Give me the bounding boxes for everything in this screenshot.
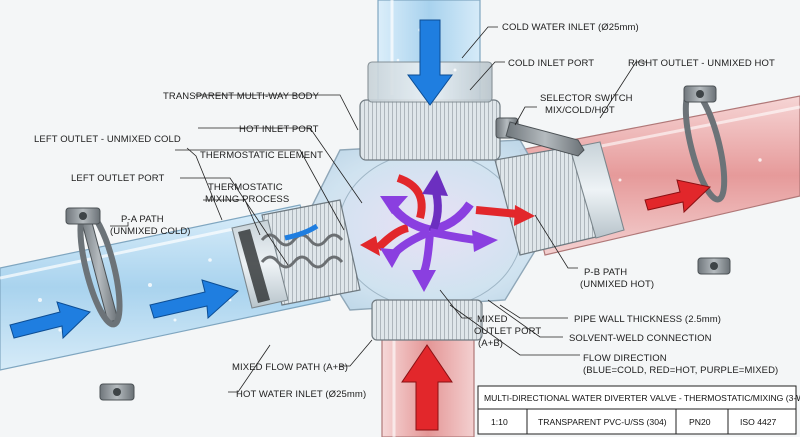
pipe-clamp-left: [65, 207, 135, 401]
title-block-pressure: PN20: [689, 417, 711, 427]
label-right-outlet: RIGHT OUTLET - UNMIXED HOT: [628, 58, 775, 69]
label-pb-path: P-B PATH: [584, 267, 627, 278]
pipe-clamp-right: [682, 85, 731, 275]
label-pa-path: P-A PATH: [121, 214, 164, 225]
label-flow-direction: FLOW DIRECTION: [583, 353, 667, 364]
label-pb-path-sub: (UNMIXED HOT): [580, 279, 654, 290]
label-left-outlet-port: LEFT OUTLET PORT: [71, 173, 165, 184]
right-outlet-collar: [494, 141, 625, 256]
flow-arrow-hot-right: [644, 179, 712, 214]
label-mixed-flow-path: MIXED FLOW PATH (A+B): [232, 362, 348, 373]
left-outlet-collar: [231, 199, 361, 309]
label-transparent-body: TRANSPARENT MULTI-WAY BODY: [163, 91, 320, 102]
flow-arrow-cold-top: [407, 19, 453, 106]
label-selector-modes: MIX/COLD/HOT: [545, 105, 615, 116]
label-mixed-outlet-ab: (A+B): [478, 338, 503, 349]
label-hot-water-inlet: HOT WATER INLET (Ø25mm): [236, 389, 366, 400]
label-mixing-process: MIXING PROCESS: [205, 194, 289, 205]
label-selector-switch: SELECTOR SWITCH: [540, 93, 633, 104]
label-hot-inlet-port: HOT INLET PORT: [239, 124, 319, 135]
flow-arrow-cold-inner: [284, 223, 319, 241]
flow-arrow-mixed-inner: [380, 170, 498, 292]
label-thermostatic-mixing: THERMOSTATIC: [208, 182, 283, 193]
title-block-title: MULTI-DIRECTIONAL WATER DIVERTER VALVE -…: [484, 393, 800, 403]
label-pa-path-sub: (UNMIXED COLD): [110, 226, 191, 237]
title-block: MULTI-DIRECTIONAL WATER DIVERTER VALVE -…: [477, 385, 800, 435]
callout-labels: COLD WATER INLET (Ø25mm) COLD INLET PORT…: [34, 22, 778, 400]
label-solvent-weld: SOLVENT-WELD CONNECTION: [569, 333, 712, 344]
label-mixed-outlet-port: OUTLET PORT: [474, 326, 541, 337]
label-flow-legend: (BLUE=COLD, RED=HOT, PURPLE=MIXED): [583, 365, 778, 376]
title-block-material: TRANSPARENT PVC-U/SS (304): [538, 417, 667, 427]
label-thermostatic-element: THERMOSTATIC ELEMENT: [200, 150, 323, 161]
label-left-outlet: LEFT OUTLET - UNMIXED COLD: [34, 134, 181, 145]
label-cold-inlet-port: COLD INLET PORT: [508, 58, 594, 69]
title-block-scale: 1:10: [491, 417, 508, 427]
mixed-outlet-collar: [371, 299, 483, 341]
selector-switch[interactable]: [495, 117, 585, 157]
flow-arrow-cold-left: [9, 279, 239, 340]
label-mixed-outlet: MIXED: [477, 314, 508, 325]
flow-arrow-hot-inner: [360, 174, 535, 256]
label-cold-water-inlet: COLD WATER INLET (Ø25mm): [502, 22, 639, 33]
label-pipe-wall: PIPE WALL THICKNESS (2.5mm): [574, 314, 721, 325]
flow-arrow-hot-bottom: [401, 344, 453, 431]
leader-lines: [110, 26, 646, 393]
title-block-standard: ISO 4427: [740, 417, 777, 427]
